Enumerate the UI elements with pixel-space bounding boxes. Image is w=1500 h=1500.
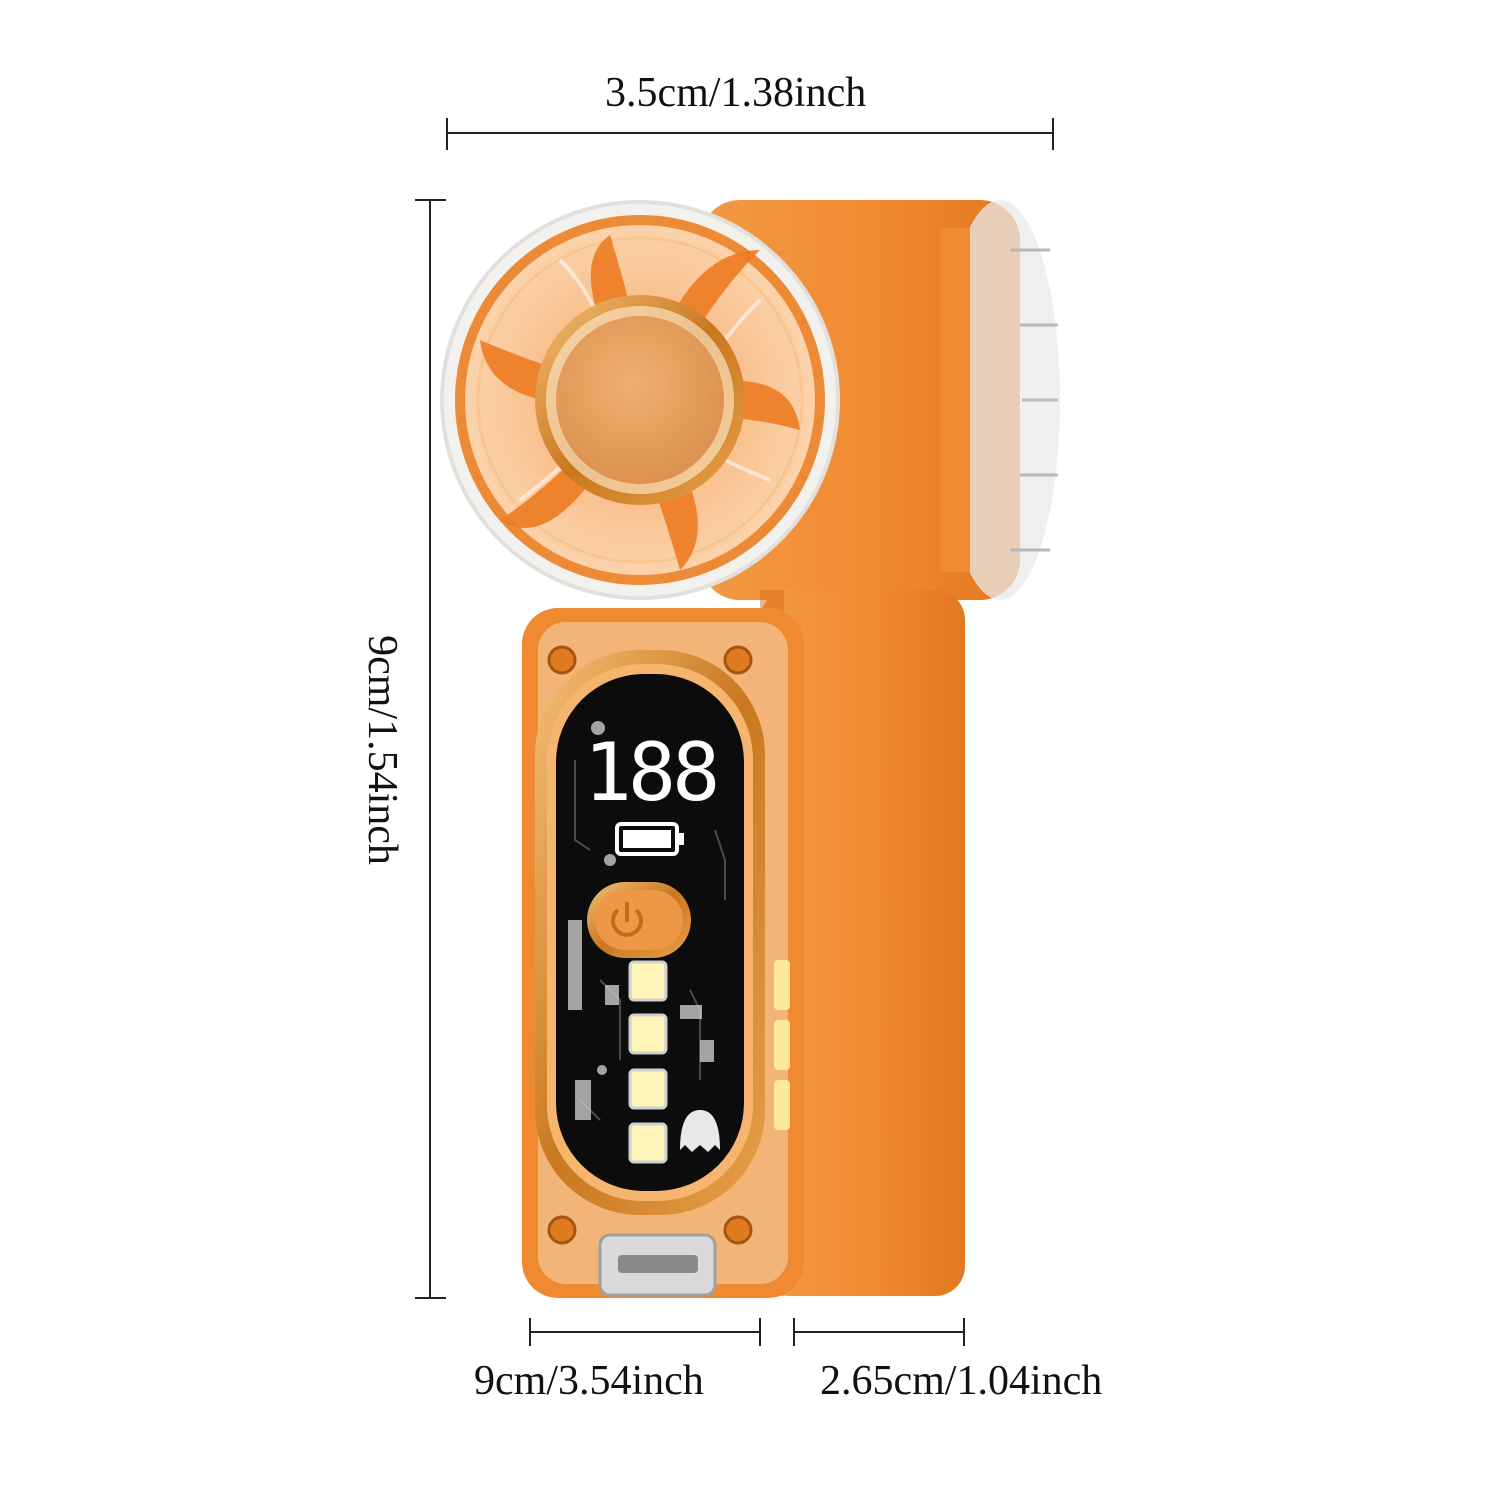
ghost-icon [680,1110,720,1152]
dimension-line-left [415,199,446,1299]
fan-hub [556,316,724,484]
screw-icon [723,645,753,675]
led-lights [628,960,668,1164]
thickness-dimension-label: 2.65cm/1.04inch [820,1358,1103,1404]
dimension-line-bottom-right [793,1318,965,1346]
battery-icon [615,822,684,856]
dimension-line-bottom-left [529,1318,761,1346]
front-panel: 188 [522,608,804,1298]
screw-icon [547,1215,577,1245]
fan-grille [440,200,840,600]
width-dimension-label: 3.5cm/1.38inch [605,70,867,116]
power-icon [611,902,643,937]
power-button[interactable] [587,882,691,958]
dimension-line-top [446,118,1054,150]
depth-dimension-label: 9cm/3.54inch [474,1358,704,1404]
digit-display: 188 [584,726,717,819]
screw-icon [723,1215,753,1245]
screw-icon [547,645,577,675]
usb-port [598,1233,717,1297]
